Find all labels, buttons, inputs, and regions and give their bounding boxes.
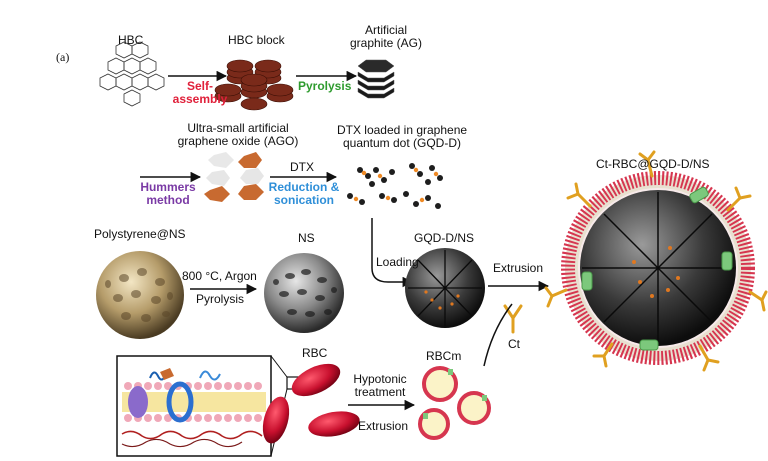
ct-label: Ct <box>508 337 520 351</box>
hbc-block-label: HBC block <box>228 33 285 47</box>
hbc-block <box>214 59 294 111</box>
arrow-loading <box>371 218 414 288</box>
hbc-molecule <box>99 41 165 107</box>
gqd-d-label: DTX loaded in graphene quantum dot (GQD-… <box>336 123 468 150</box>
polystyrene-label: Polystyrene@NS <box>94 227 186 241</box>
panel-label: (a) <box>56 50 70 64</box>
self-assembly-label: Self- assembly <box>172 79 228 106</box>
ns-label: NS <box>298 231 315 245</box>
extrusion-label-1: Extrusion <box>493 261 544 275</box>
pyrolysis-label-1: Pyrolysis <box>298 79 352 93</box>
pyrolysis-label-2: Pyrolysis <box>196 292 245 306</box>
final-label: Ct-RBC@GQD-D/NS <box>596 157 710 171</box>
hbc-label: HBC <box>118 33 144 47</box>
gqd-d-particles <box>347 163 443 209</box>
polystyrene-ns-sphere <box>96 251 184 339</box>
rbc-label: RBC <box>302 346 328 360</box>
rbcm-vesicles <box>418 366 491 440</box>
ct-antibody <box>503 304 523 334</box>
reduction-label: Reduction & sonication <box>268 180 340 207</box>
line-rbcm-up <box>483 303 513 367</box>
ns-sphere <box>264 253 344 333</box>
gqd-d-ns-sphere <box>405 248 485 328</box>
hummers-label: Hummers method <box>140 180 196 207</box>
gqd-ns-label: GQD-D/NS <box>414 231 474 245</box>
hypotonic-label: Hypotonic treatment <box>353 372 407 399</box>
zoom-line-1 <box>270 355 288 378</box>
ago-flakes <box>204 152 264 202</box>
rbc-cells <box>262 363 360 444</box>
rbcm-label: RBCm <box>426 349 462 363</box>
final-nanoparticle <box>544 150 768 372</box>
conditions-label: 800 °C, Argon <box>182 269 257 283</box>
loading-label: Loading <box>376 255 419 269</box>
ag-label: Artificial graphite (AG) <box>349 23 423 50</box>
dtx-label: DTX <box>290 160 314 174</box>
ago-label: Ultra-small artificial graphene oxide (A… <box>177 121 299 148</box>
membrane-inset <box>116 355 272 457</box>
artificial-graphite <box>357 59 395 99</box>
extrusion-label-2: Extrusion <box>358 419 409 433</box>
